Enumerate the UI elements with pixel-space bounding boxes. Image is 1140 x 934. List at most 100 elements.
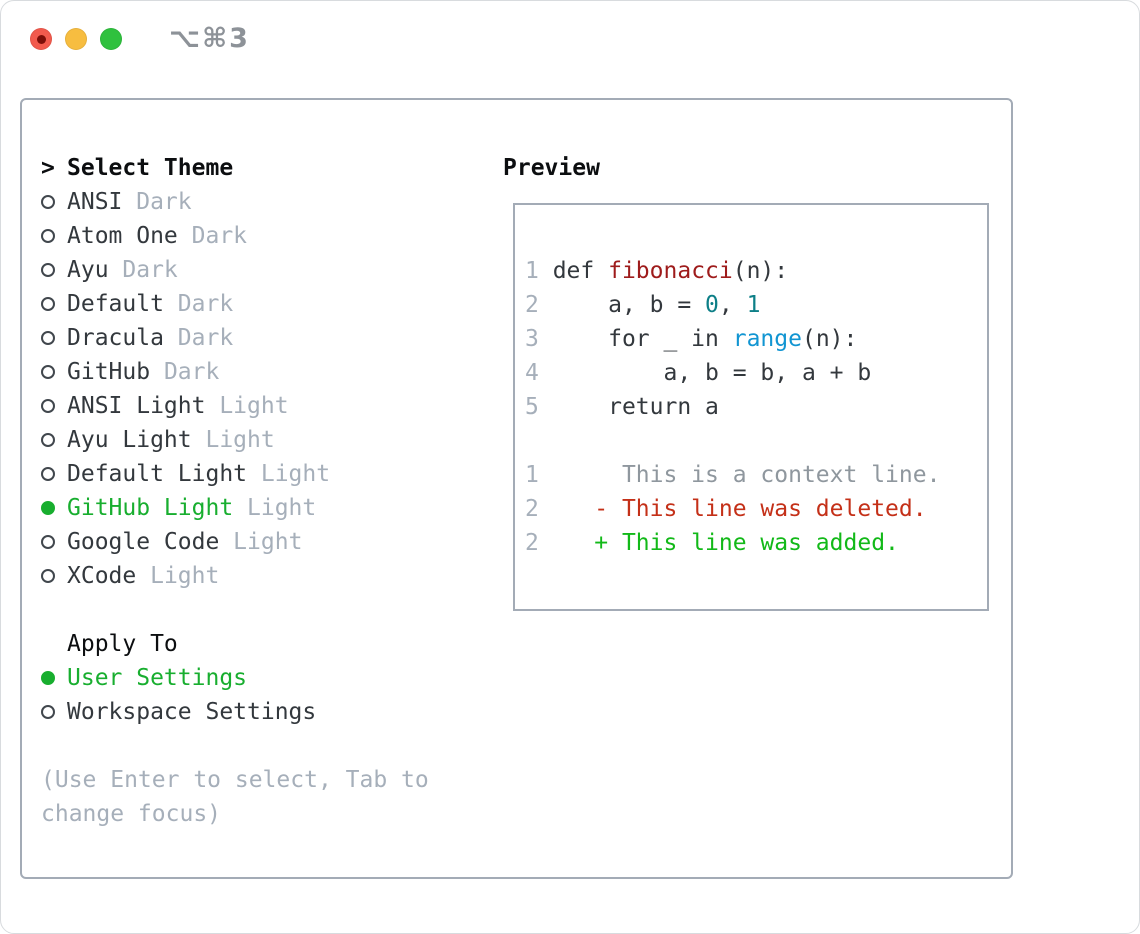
theme-option[interactable]: XCode Light	[41, 559, 429, 593]
theme-variant: Dark	[163, 325, 234, 351]
apply-to-title: Apply To	[67, 631, 178, 657]
radio-icon	[41, 399, 67, 413]
theme-name: XCode	[67, 563, 137, 589]
code-token: This is a context line.	[538, 462, 941, 488]
minimize-button[interactable]	[65, 28, 87, 50]
theme-option[interactable]: Atom One Dark	[41, 219, 429, 253]
theme-option[interactable]: Ayu Dark	[41, 253, 429, 287]
theme-option[interactable]: Google Code Light	[41, 525, 429, 559]
theme-option[interactable]: GitHub Dark	[41, 355, 429, 389]
code-line: 1 This is a context line.	[525, 458, 987, 492]
theme-name: Ayu Light	[67, 427, 192, 453]
code-token: a, b = b, a + b	[538, 360, 872, 386]
theme-option[interactable]: ANSI Light Light	[41, 389, 429, 423]
code-line: 2 + This line was added.	[525, 526, 987, 560]
code-line: 3 for _ in range(n):	[525, 322, 987, 356]
theme-option[interactable]: Dracula Dark	[41, 321, 429, 355]
radio-icon	[41, 467, 67, 481]
radio-icon	[41, 365, 67, 379]
theme-option[interactable]: Default Light Light	[41, 457, 429, 491]
radio-icon	[41, 501, 67, 515]
code-token: ,	[718, 292, 747, 318]
radio-icon	[41, 331, 67, 345]
line-number: 2	[525, 496, 539, 522]
code-token: + This line was added.	[538, 530, 899, 556]
code-token: for _ in	[538, 326, 733, 352]
code-line: 4 a, b = b, a + b	[525, 356, 987, 390]
theme-name: Default Light	[67, 461, 248, 487]
spacer	[41, 593, 429, 627]
theme-name: Atom One	[67, 223, 178, 249]
theme-name: Google Code	[67, 529, 220, 555]
theme-variant: Dark	[122, 189, 192, 215]
preview-pane: 1 def fibonacci(n): 2 a, b = 0, 1 3 for _ …	[513, 203, 989, 611]
code-token: a, b =	[538, 292, 706, 318]
theme-option[interactable]: Default Dark	[41, 287, 429, 321]
line-number: 1	[525, 462, 539, 488]
code-line: 1 def fibonacci(n):	[525, 254, 987, 288]
code-token: 1	[746, 292, 761, 318]
apply-label: User Settings	[67, 665, 248, 691]
line-number: 2	[525, 292, 539, 318]
radio-icon	[41, 433, 67, 447]
theme-variant: Light	[219, 529, 303, 555]
apply-option[interactable]: Workspace Settings	[41, 695, 429, 729]
radio-icon	[41, 229, 67, 243]
theme-variant: Dark	[150, 359, 220, 385]
code-line	[525, 424, 987, 458]
titlebar: ⌥⌘3	[1, 1, 1139, 77]
code-token: range	[732, 326, 802, 352]
theme-variant: Light	[136, 563, 220, 589]
radio-icon	[41, 263, 67, 277]
theme-name: ANSI Light	[67, 393, 206, 419]
theme-name: ANSI	[67, 189, 123, 215]
code-token: 0	[705, 292, 719, 318]
theme-option[interactable]: ANSI Dark	[41, 185, 429, 219]
close-button[interactable]	[30, 28, 52, 50]
theme-name: GitHub	[67, 359, 151, 385]
line-number: 4	[525, 360, 539, 386]
code-line: 5 return a	[525, 390, 987, 424]
code-token: - This line was deleted.	[538, 496, 927, 522]
theme-name: Dracula	[67, 325, 164, 351]
radio-icon	[41, 195, 67, 209]
maximize-button[interactable]	[100, 28, 122, 50]
apply-to-header: Apply To	[41, 627, 429, 661]
code-token: (n):	[801, 326, 858, 352]
radio-icon	[41, 705, 67, 719]
code-sample: 1 def fibonacci(n): 2 a, b = 0, 1 3 for _ …	[525, 254, 987, 560]
theme-variant: Light	[247, 461, 331, 487]
theme-name: Default	[67, 291, 164, 317]
radio-icon	[41, 535, 67, 549]
select-theme-header: > Select Theme	[41, 151, 429, 185]
code-token: return a	[538, 394, 719, 420]
focus-caret-icon: >	[41, 155, 55, 181]
apply-label: Workspace Settings	[67, 699, 317, 725]
line-number: 5	[525, 394, 539, 420]
theme-option[interactable]: GitHub Light Light	[41, 491, 429, 525]
line-number: 2	[525, 530, 539, 556]
preview-header: Preview	[503, 155, 600, 181]
theme-name: Ayu	[67, 257, 109, 283]
select-theme-title: Select Theme	[67, 155, 234, 181]
theme-name: GitHub Light	[67, 495, 234, 521]
theme-variant: Dark	[163, 291, 234, 317]
code-token: fibonacci	[608, 258, 733, 284]
radio-icon	[41, 671, 67, 685]
hint-text: (Use Enter to select, Tab to change focu…	[41, 767, 429, 827]
radio-icon	[41, 569, 67, 583]
code-token: (n):	[732, 258, 789, 284]
theme-variant: Dark	[177, 223, 248, 249]
line-number: 3	[525, 326, 539, 352]
apply-option[interactable]: User Settings	[41, 661, 429, 695]
code-line: 2 - This line was deleted.	[525, 492, 987, 526]
theme-option[interactable]: Ayu Light Light	[41, 423, 429, 457]
theme-variant: Light	[205, 393, 289, 419]
theme-variant: Dark	[108, 257, 178, 283]
radio-icon	[41, 297, 67, 311]
